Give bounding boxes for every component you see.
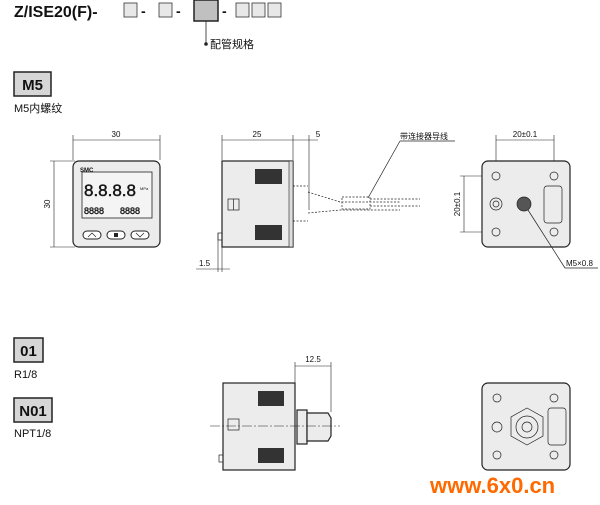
separator: -	[176, 3, 181, 19]
dim-width: 30	[112, 130, 121, 139]
dim-vertical: 20±0.1	[453, 191, 462, 216]
separator: -	[222, 3, 227, 19]
cable-label: 带连接器导线	[400, 131, 448, 141]
down-button[interactable]	[130, 230, 150, 240]
lcd-sub-digits-2: 8888	[120, 206, 140, 216]
model-code-boxes: - - -	[123, 0, 282, 22]
code-box-2	[158, 2, 173, 18]
dim-panel: 1.5	[199, 259, 211, 268]
vent-grille-top	[255, 169, 282, 184]
option-box-01	[13, 337, 44, 363]
up-arrow-icon	[87, 232, 97, 238]
code-box-5	[251, 2, 266, 18]
side-view-01: 12.5	[210, 355, 340, 471]
back-view-01	[481, 382, 571, 471]
back-view-m5: 20±0.1 20±0.1 M5×0.8	[453, 130, 598, 269]
option-code-n01: N01	[19, 403, 47, 420]
brand-logo: SMC	[80, 168, 94, 174]
front-view: 30 30 SMC 8.8.8.8 MPa 8888 8888	[43, 130, 161, 248]
watermark: www.6x0.cn	[429, 473, 555, 498]
code-box-4	[235, 2, 250, 18]
side-view-m5: 25 5 1.5 带连接器导线	[196, 130, 455, 272]
separator: -	[141, 3, 146, 19]
option-desc-m5: M5内螺纹	[14, 101, 62, 115]
callout-dot	[204, 42, 208, 46]
dim-connector: 5	[316, 130, 321, 139]
option-box-m5	[13, 71, 52, 97]
lcd-sub-digits-1: 8888	[84, 206, 104, 216]
port-label: M5×0.8	[566, 259, 593, 268]
dim-horizontal: 20±0.1	[513, 130, 538, 139]
dim-fitting: 12.5	[305, 355, 321, 364]
up-button[interactable]	[82, 230, 102, 240]
lcd-display	[81, 171, 153, 219]
code-box-6	[267, 2, 282, 18]
model-code-prefix: Z/ISE20(F)-	[14, 4, 98, 21]
option-desc-n01: NPT1/8	[14, 428, 51, 440]
code-box-piping-highlighted	[193, 0, 219, 22]
option-box-n01	[13, 397, 53, 423]
callout-piping-spec: 配管规格	[210, 37, 254, 51]
option-desc-01: R1/8	[14, 369, 37, 381]
dim-height: 30	[43, 199, 52, 208]
option-code-m5: M5	[22, 77, 43, 94]
lcd-unit: MPa	[140, 186, 149, 191]
option-code-01: 01	[20, 343, 37, 360]
code-box-1	[123, 2, 138, 18]
lcd-main-digits: 8.8.8.8	[84, 181, 136, 200]
vent-grille-bottom	[255, 225, 282, 240]
down-arrow-icon	[135, 232, 145, 238]
dim-depth: 25	[253, 130, 262, 139]
set-icon	[114, 233, 118, 237]
